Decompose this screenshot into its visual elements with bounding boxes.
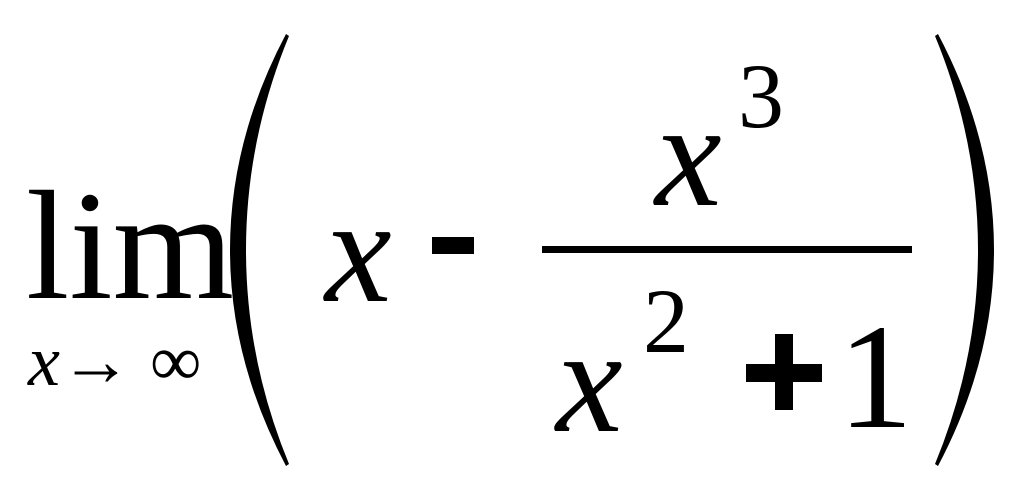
fraction-bar: [542, 246, 912, 253]
subscript-variable: x: [28, 321, 60, 401]
minus-sign: [432, 237, 474, 254]
numerator-variable: x: [655, 72, 722, 238]
term-variable: x: [325, 168, 392, 334]
numerator-exponent: 3: [738, 45, 784, 147]
limit-subscript: x→ ∞: [28, 325, 201, 397]
right-parenthesis: [935, 34, 994, 466]
plus-sign-vertical: [775, 334, 793, 410]
lim-operator: lim: [26, 159, 235, 332]
left-parenthesis: [230, 34, 289, 466]
denominator-exponent: 2: [643, 270, 689, 372]
denominator-constant: 1: [838, 294, 913, 460]
subscript-arrow: →: [59, 321, 132, 401]
subscript-infinity: ∞: [149, 321, 202, 401]
denominator-variable: x: [556, 298, 623, 464]
